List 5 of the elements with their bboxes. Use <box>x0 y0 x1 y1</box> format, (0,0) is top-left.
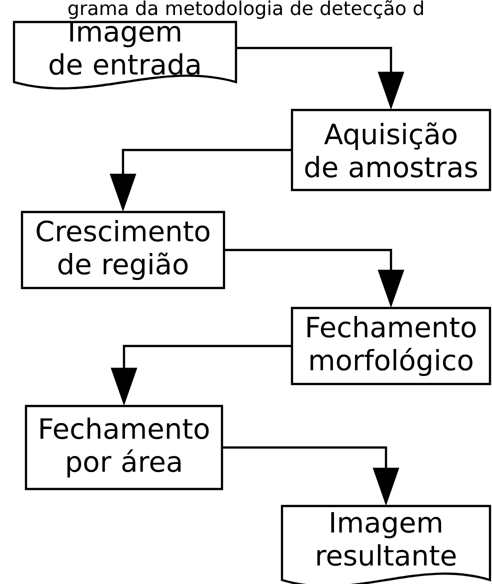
title: grama da metodologia de detecção d <box>68 0 423 19</box>
process-box: Aquisição de amostras <box>290 108 492 192</box>
process-box: Crescimento de região <box>20 210 226 290</box>
process-box: Fechamento morfológico <box>290 306 492 386</box>
process-box: Fechamento por área <box>24 404 224 490</box>
